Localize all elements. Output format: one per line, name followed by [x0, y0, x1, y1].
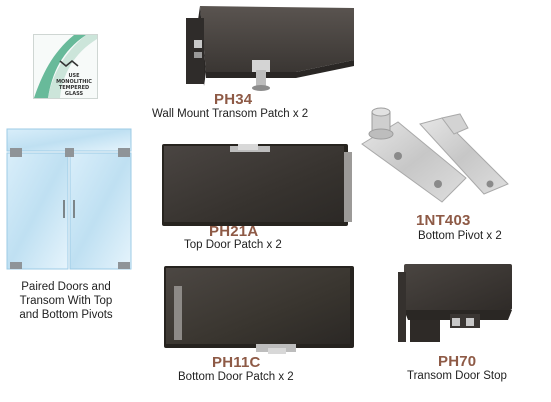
glass-symbol-icon	[59, 59, 79, 68]
ph70-description: Transom Door Stop	[407, 370, 507, 382]
ph34-code: PH34	[214, 91, 253, 108]
badge-line-use: USE	[68, 73, 80, 79]
ph21a-product-image	[162, 144, 352, 226]
ph21a-code: PH21A	[209, 223, 259, 240]
ph11c-description: Bottom Door Patch x 2	[178, 371, 294, 383]
left-caption-line2: Transom With Top	[19, 295, 113, 307]
ph34-product-image	[186, 6, 354, 91]
badge-line-monolithic: MONOLITHIC	[56, 79, 92, 85]
ph34-description: Wall Mount Transom Patch x 2	[152, 108, 309, 120]
ph11c-product-image	[164, 266, 354, 354]
left-caption: Paired Doors and Transom With Top and Bo…	[14, 280, 118, 322]
tempered-glass-badge: USE MONOLITHIC TEMPERED GLASS	[33, 34, 98, 99]
1nt403-description: Bottom Pivot x 2	[418, 230, 502, 242]
1nt403-product-image	[361, 107, 509, 203]
ph11c-code: PH11C	[212, 354, 261, 371]
ph21a-description: Top Door Patch x 2	[184, 239, 282, 251]
left-caption-line3: and Bottom Pivots	[19, 309, 113, 321]
ph70-code: PH70	[438, 353, 477, 370]
left-caption-line1: Paired Doors and	[21, 281, 111, 293]
1nt403-code: 1NT403	[416, 212, 471, 229]
badge-line-tempered: TEMPERED	[58, 85, 90, 91]
glass-badge-graphic	[34, 35, 97, 98]
paired-doors-illustration	[6, 128, 132, 270]
ph70-product-image	[398, 264, 512, 342]
badge-line-glass: GLASS	[64, 91, 84, 97]
